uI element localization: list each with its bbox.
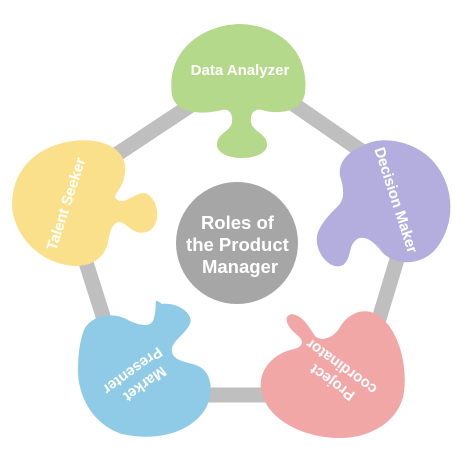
piece-label: Data Analyzer xyxy=(191,62,290,79)
piece-shape xyxy=(171,24,306,158)
center-title-line-3: Manager xyxy=(202,256,278,277)
piece-label-line-1: Data Analyzer xyxy=(191,62,290,79)
puzzle-piece-data-analyzer: Data Analyzer xyxy=(171,24,306,158)
center-title-line-2: the Product xyxy=(186,234,289,255)
piece-shape xyxy=(12,140,158,266)
puzzle-piece-talent-seeker: Talent Seeker xyxy=(12,140,158,266)
piece-shape xyxy=(260,311,405,438)
center-title-line-1: Roles of xyxy=(201,212,275,233)
puzzle-piece-decision-maker: Decision Maker xyxy=(316,140,451,267)
piece-shape xyxy=(316,140,451,267)
puzzle-piece-market-presenter: Market Presenter xyxy=(78,300,211,437)
puzzle-piece-project-coordinator: Project coordinator xyxy=(260,311,405,438)
piece-shape xyxy=(78,300,211,437)
center-title: Roles of the Product Manager xyxy=(186,212,294,277)
center-circle xyxy=(176,182,298,304)
